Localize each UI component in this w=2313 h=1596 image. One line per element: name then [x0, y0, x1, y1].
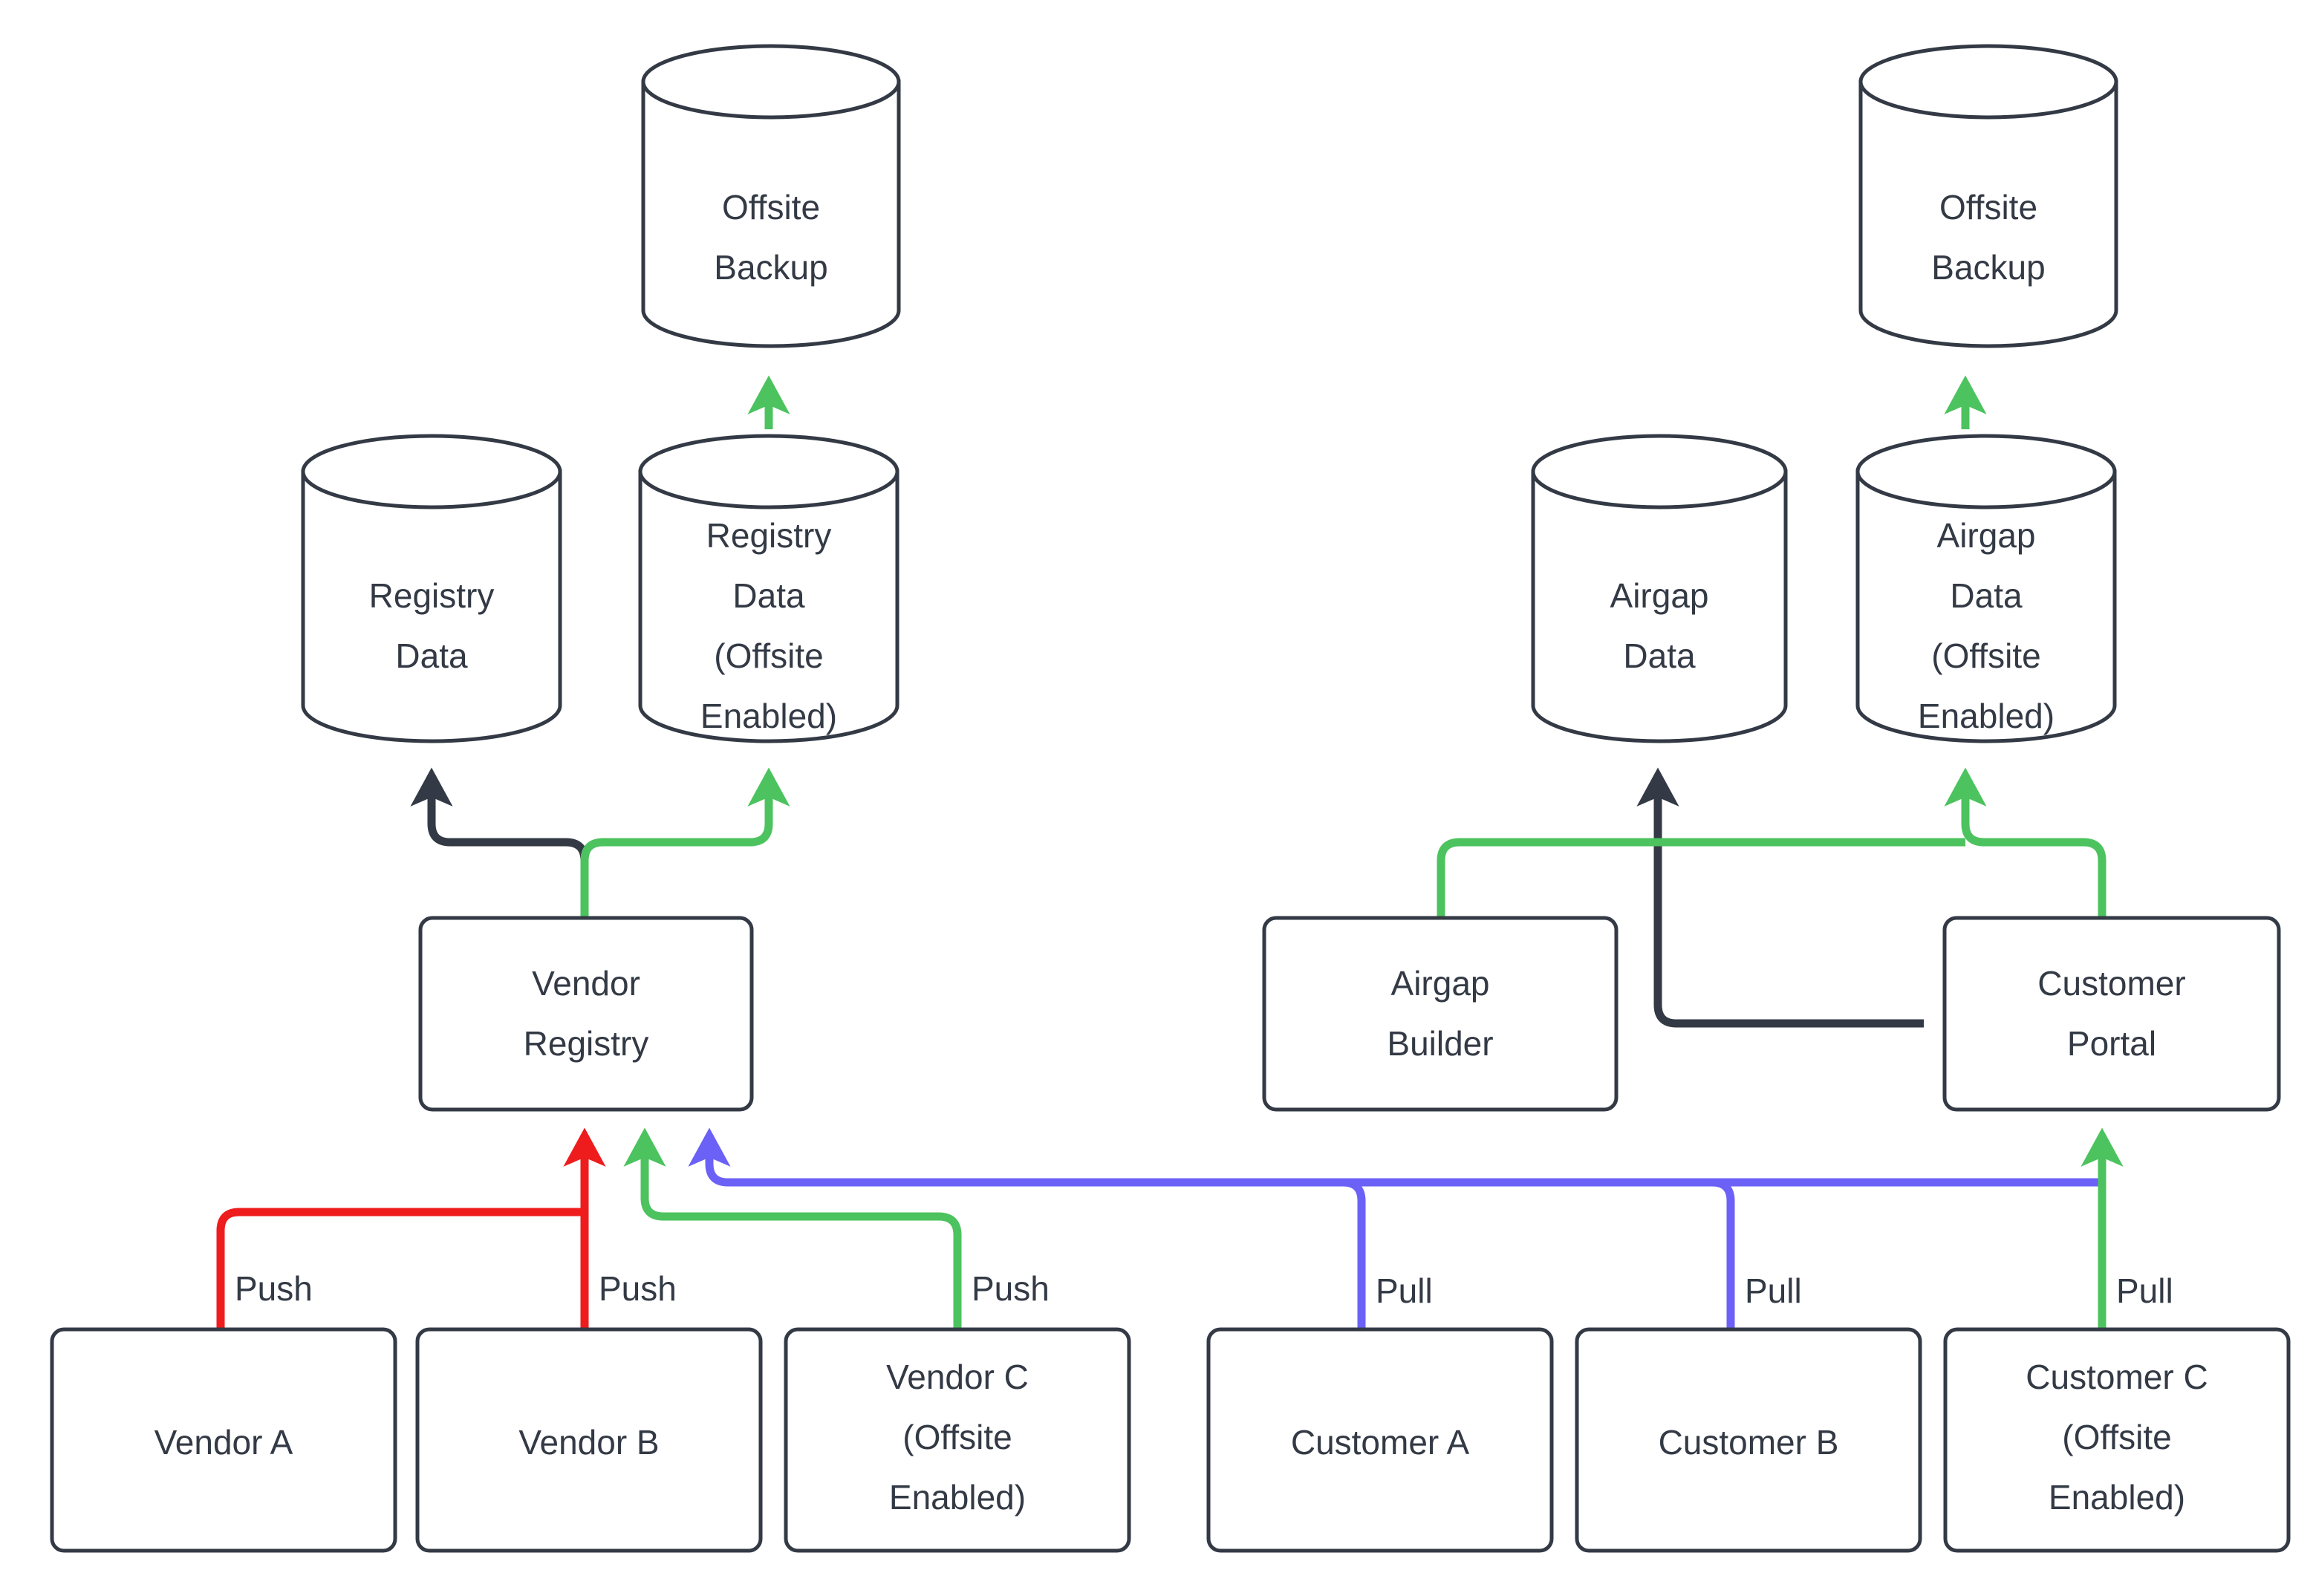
vendor-c-label-1: Vendor C — [886, 1358, 1029, 1396]
cylinder-top — [1531, 434, 1788, 509]
edge-label-push-3: Push — [972, 1269, 1050, 1308]
edge-pull-riser-vendor-registry — [688, 1127, 2102, 1187]
vendor-registry-label-1: Vendor — [532, 964, 640, 1003]
edge-vendor-a-push — [216, 1208, 585, 1329]
node-vendor-registry[interactable]: Vendor Registry — [418, 916, 754, 1112]
edge-label-push-2: Push — [599, 1269, 677, 1308]
node-airgap-data-offsite[interactable]: Airgap Data (Offsite Enabled) — [1855, 434, 2117, 743]
edge-customer-b-pull — [728, 1178, 1735, 1329]
customer-c-label-3: Enabled) — [2049, 1478, 2185, 1517]
vendor-b-box — [415, 1327, 763, 1553]
node-customer-portal[interactable]: Customer Portal — [1942, 916, 2281, 1112]
edge-label-pull-1: Pull — [1376, 1271, 1433, 1310]
customer-b-label: Customer B — [1659, 1423, 1839, 1462]
offsite-backup-right-label-2: Backup — [1931, 248, 2045, 287]
customer-b-box — [1575, 1327, 1922, 1553]
cylinder-body — [1855, 469, 2117, 743]
node-customer-c[interactable]: Customer C (Offsite Enabled) — [1943, 1327, 2291, 1553]
registry-data-label-2: Data — [395, 636, 468, 675]
edge-label-pull-2: Pull — [1745, 1271, 1802, 1310]
registry-data-offsite-label-3: (Offsite — [714, 636, 823, 675]
vendor-a-box — [50, 1327, 397, 1553]
customer-c-box — [1943, 1327, 2291, 1553]
cylinder-body — [641, 79, 901, 348]
customer-c-label-1: Customer C — [2026, 1358, 2208, 1396]
node-vendor-c[interactable]: Vendor C (Offsite Enabled) — [784, 1327, 1131, 1553]
cylinder-top — [1855, 434, 2117, 509]
vendor-registry-label-2: Registry — [524, 1024, 649, 1063]
node-offsite-backup-left[interactable]: Offsite Backup — [641, 44, 901, 348]
airgap-data-label-2: Data — [1623, 636, 1696, 675]
vendor-a-label: Vendor A — [154, 1423, 293, 1462]
node-airgap-builder[interactable]: Airgap Builder — [1262, 916, 1619, 1112]
vendor-c-label-3: Enabled) — [889, 1478, 1026, 1517]
vendor-b-label: Vendor B — [518, 1423, 659, 1462]
cylinder-body — [301, 469, 562, 743]
airgap-data-offsite-label-1: Airgap — [1937, 516, 2036, 555]
cylinder-body — [1531, 469, 1788, 743]
node-offsite-backup-right[interactable]: Offsite Backup — [1858, 44, 2118, 348]
customer-portal-label-2: Portal — [2067, 1024, 2156, 1063]
node-registry-data[interactable]: Registry Data — [301, 434, 562, 743]
airgap-data-label-1: Airgap — [1610, 576, 1709, 615]
customer-c-label-2: (Offsite — [2062, 1418, 2171, 1456]
edge-vendor-registry-to-registry-data — [410, 767, 589, 916]
customer-a-box — [1206, 1327, 1554, 1553]
edge-vendor-c-push — [623, 1127, 962, 1329]
cylinder-top — [301, 434, 562, 509]
edge-customer-portal-to-airgap-data — [1636, 767, 1924, 1028]
edge-label-push-1: Push — [235, 1269, 313, 1308]
vendor-c-box — [784, 1327, 1131, 1553]
airgap-data-offsite-label-2: Data — [1950, 576, 2023, 615]
airgap-builder-box — [1262, 916, 1619, 1112]
registry-data-offsite-label-1: Registry — [706, 516, 832, 555]
customer-portal-label-1: Customer — [2037, 964, 2185, 1003]
cylinder-top — [641, 44, 901, 120]
edge-customer-portal-to-airgap-data-offsite — [1944, 767, 2107, 916]
customer-portal-box — [1942, 916, 2281, 1112]
node-airgap-data[interactable]: Airgap Data — [1531, 434, 1788, 743]
airgap-builder-label-2: Builder — [1387, 1024, 1493, 1063]
edge-label-pull-3: Pull — [2116, 1271, 2173, 1310]
cylinder-top — [638, 434, 900, 509]
airgap-builder-label-1: Airgap — [1391, 964, 1490, 1003]
offsite-backup-left-label-2: Backup — [714, 248, 827, 287]
node-customer-b[interactable]: Customer B — [1575, 1327, 1922, 1553]
edge-airgap-builder-to-airgap-data-offsite — [1437, 838, 1965, 916]
node-registry-data-offsite[interactable]: Registry Data (Offsite Enabled) — [638, 434, 900, 743]
vendor-registry-box — [418, 916, 754, 1112]
registry-data-offsite-label-4: Enabled) — [700, 697, 837, 735]
node-customer-a[interactable]: Customer A — [1206, 1327, 1554, 1553]
vendor-c-label-2: (Offsite — [902, 1418, 1012, 1456]
customer-a-label: Customer A — [1291, 1423, 1470, 1462]
cylinder-body — [1858, 79, 2118, 348]
cylinder-top — [1858, 44, 2118, 120]
edge-vendor-registry-to-registry-data-offsite — [580, 767, 790, 916]
node-vendor-b[interactable]: Vendor B — [415, 1327, 763, 1553]
airgap-data-offsite-label-3: (Offsite — [1931, 636, 2040, 675]
offsite-backup-left-label-1: Offsite — [722, 188, 820, 227]
registry-data-label-1: Registry — [369, 576, 495, 615]
offsite-backup-right-label-1: Offsite — [1939, 188, 2037, 227]
airgap-data-offsite-label-4: Enabled) — [1918, 697, 2055, 735]
node-vendor-a[interactable]: Vendor A — [50, 1327, 397, 1553]
registry-data-offsite-label-2: Data — [732, 576, 805, 615]
cylinder-body — [638, 469, 900, 743]
